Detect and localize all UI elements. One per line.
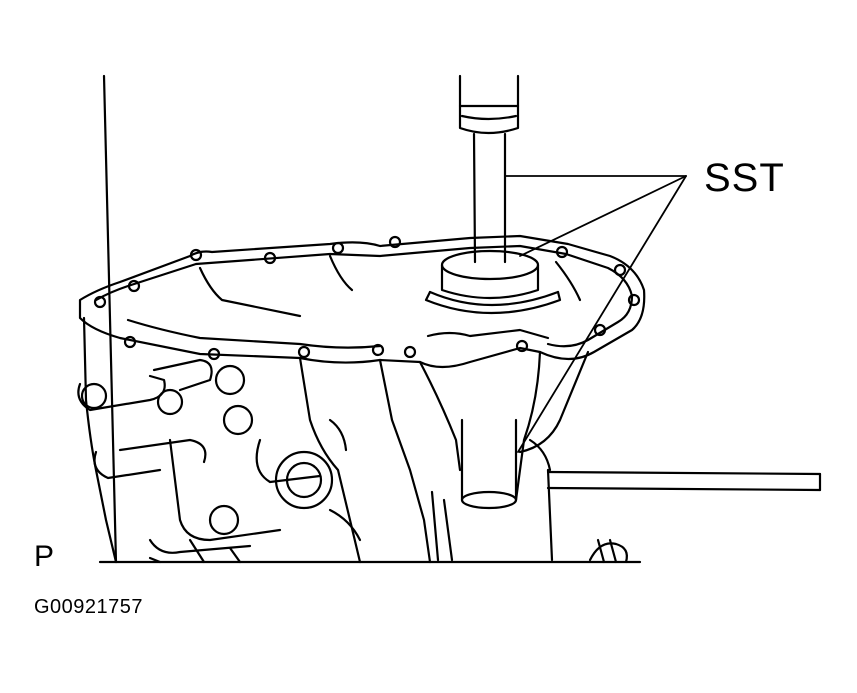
sst-replacer-disc [424,249,562,315]
flange-bolt-holes [93,235,641,361]
figure-code-label: G00921757 [34,596,144,618]
press-table [98,470,822,564]
press-ram [458,74,520,135]
sst-label: SST [704,156,785,200]
transaxle-case-body [77,316,590,564]
sst-leader-lines [504,175,687,453]
view-marker-label: P [34,540,55,573]
sst-shaft [472,132,507,264]
background-edge-line [102,74,118,564]
transaxle-case-flange [78,234,646,369]
output-shaft [430,418,554,562]
